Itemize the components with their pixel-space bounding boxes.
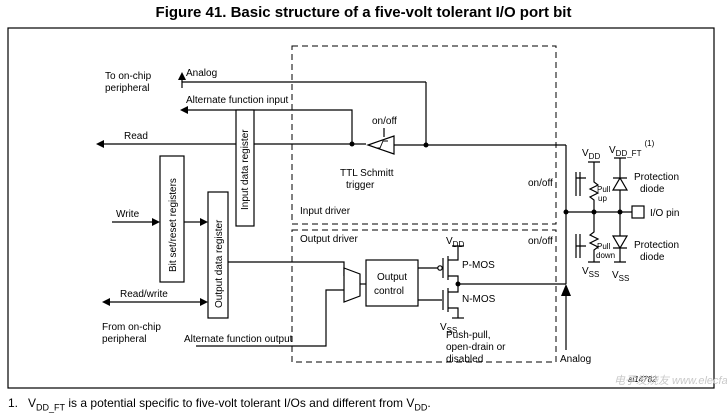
output-driver-label: Output driver — [300, 234, 358, 245]
protection-diode-top — [611, 157, 629, 212]
mode-label-1: Push-pull, — [446, 330, 490, 341]
protection-diode-bottom — [611, 212, 629, 263]
input-data-register — [235, 109, 255, 227]
protection-diode-top-label-2: diode — [640, 184, 665, 195]
vdd-pullup-label: VDD — [582, 148, 600, 161]
pmos-label: P-MOS — [462, 260, 495, 271]
protection-diode-top-label-1: Protection — [634, 172, 679, 183]
onoff-pulldown-label: on/off — [528, 236, 553, 247]
pmos-vdd-label: VDD — [446, 236, 464, 249]
nmos-transistor — [442, 284, 459, 318]
from-onchip-label-1: From on-chip — [102, 322, 161, 333]
write-label: Write — [116, 209, 140, 220]
pull-up-resistor — [588, 161, 600, 212]
input-data-register-label: Input data register — [240, 129, 251, 210]
protection-diode-bottom-label-2: diode — [640, 252, 665, 263]
pull-down-label-1: Pull — [597, 242, 611, 251]
input-driver-label: Input driver — [300, 206, 351, 217]
output-data-register — [207, 191, 229, 319]
io-pin-label: I/O pin — [650, 208, 679, 219]
mode-label-3: disabled — [446, 354, 483, 365]
alt-input-arrow — [180, 106, 188, 114]
analog-top-label: Analog — [186, 68, 217, 79]
analog-top-arrow — [178, 72, 186, 80]
figure-code: ai14782 — [628, 375, 657, 384]
pull-down-label-2: down — [596, 251, 615, 260]
outer-frame — [7, 27, 715, 389]
pull-up-label-2: up — [598, 194, 607, 203]
analog-bottom-arrow — [561, 284, 571, 296]
output-control-block — [365, 259, 419, 307]
output-control-label-1: Output — [377, 272, 407, 283]
to-onchip-label-1: To on-chip — [105, 71, 152, 82]
nmos-vss-label: VSS — [440, 322, 457, 335]
mode-label-2: open-drain or — [446, 342, 506, 353]
write-arrow — [152, 218, 160, 226]
analog-bottom-label: Analog — [560, 354, 591, 365]
nmos-label: N-MOS — [462, 294, 496, 305]
alt-output-line — [196, 289, 344, 347]
vdd-ft-label: VDD_FT(1) — [609, 139, 655, 158]
schmitt-onoff-label: on/off — [372, 116, 397, 127]
onoff-pullup-label: on/off — [528, 178, 553, 189]
output-mux — [343, 267, 361, 303]
vss-pulldown-label: VSS — [582, 266, 599, 279]
pull-up-label-1: Pull — [597, 185, 611, 194]
alt-input-label: Alternate function input — [186, 95, 289, 106]
read-arrow — [96, 140, 104, 148]
io-pin — [631, 205, 645, 219]
vss-diode-label: VSS — [612, 270, 629, 283]
analog-top-line — [181, 81, 426, 88]
from-onchip-label-2: peripheral — [102, 334, 146, 345]
alt-output-label: Alternate function output — [184, 334, 293, 345]
output-driver-region — [291, 229, 557, 363]
output-control-label-2: control — [374, 286, 404, 297]
odr-to-mux-line — [228, 261, 345, 276]
pull-down-resistor — [588, 212, 600, 263]
output-data-register-label: Output data register — [214, 219, 225, 308]
alt-input-line — [186, 109, 353, 144]
protection-diode-bottom-label-1: Protection — [634, 240, 679, 251]
read-label: Read — [124, 131, 148, 142]
watermark: 电子发烧友 www.elecfans.com — [614, 375, 727, 387]
footnote: 1. VDD_FT is a potential specific to fiv… — [8, 396, 431, 413]
bit-set-reset-label: Bit set/reset registers — [168, 178, 179, 272]
bit-set-reset-registers — [159, 155, 185, 283]
schmitt-symbol — [376, 140, 388, 149]
input-driver-region — [291, 45, 557, 225]
pmos-transistor — [442, 250, 459, 284]
schmitt-label-2: trigger — [346, 180, 375, 191]
schmitt-label-1: TTL Schmitt — [340, 168, 394, 179]
to-onchip-label-2: peripheral — [105, 83, 149, 94]
read-write-label: Read/write — [120, 289, 168, 300]
figure-title: Figure 41. Basic structure of a five-vol… — [155, 4, 572, 21]
